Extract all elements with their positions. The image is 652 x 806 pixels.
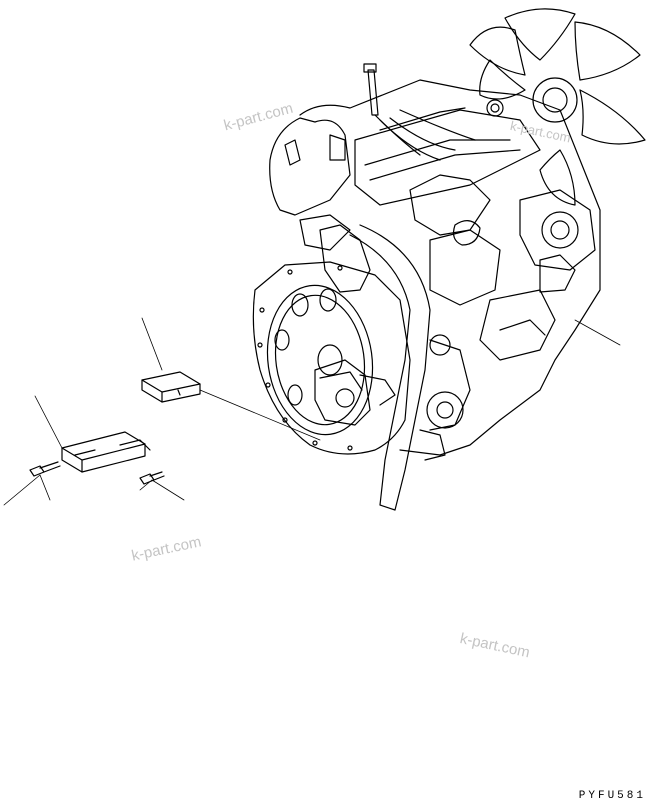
flywheel-housing bbox=[252, 261, 411, 455]
mounting-bracket-lower bbox=[61, 431, 151, 473]
engine-block bbox=[269, 63, 601, 511]
drawing-code: PYFU581 bbox=[578, 790, 646, 802]
bolt-right bbox=[139, 471, 165, 485]
mounting-bracket-upper bbox=[141, 371, 201, 403]
cooling-fan bbox=[469, 8, 646, 206]
leader-lines bbox=[3, 317, 621, 506]
bolt-left bbox=[29, 461, 61, 477]
